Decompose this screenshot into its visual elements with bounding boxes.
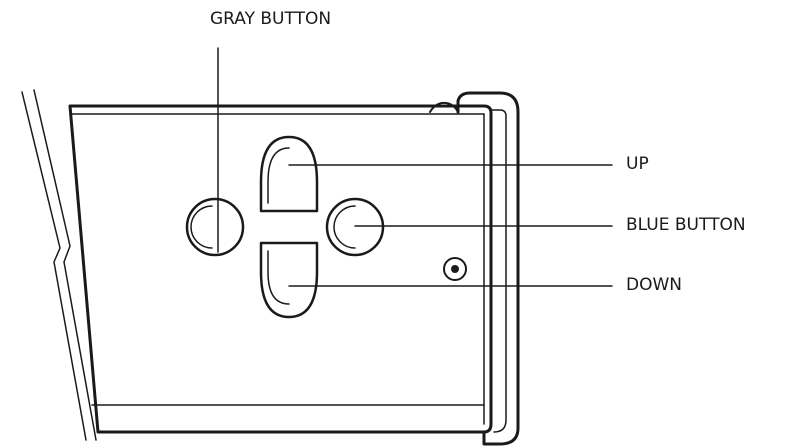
device-end-cap-notch — [429, 101, 459, 113]
down-button-highlight — [267, 250, 290, 305]
device-end-cap — [456, 91, 520, 446]
screw-center — [451, 265, 459, 273]
screw-icon — [443, 257, 467, 281]
blue-button-highlight — [333, 205, 356, 249]
gray-button-highlight — [190, 205, 213, 249]
gray-button-icon[interactable] — [185, 197, 245, 257]
down-button-icon[interactable] — [259, 241, 319, 319]
device-body-outline — [68, 104, 493, 434]
break-line-outer — [21, 91, 87, 441]
up-label: UP — [626, 154, 649, 174]
blue-button-icon[interactable] — [325, 197, 385, 257]
gray-button-label: GRAY BUTTON — [210, 9, 332, 29]
blue-button-label: BLUE BUTTON — [626, 215, 746, 235]
device-end-cap-inner — [490, 109, 507, 433]
up-button-highlight — [267, 147, 290, 204]
up-button-icon[interactable] — [259, 135, 319, 213]
down-label: DOWN — [626, 275, 682, 295]
break-line-inner — [33, 89, 97, 441]
